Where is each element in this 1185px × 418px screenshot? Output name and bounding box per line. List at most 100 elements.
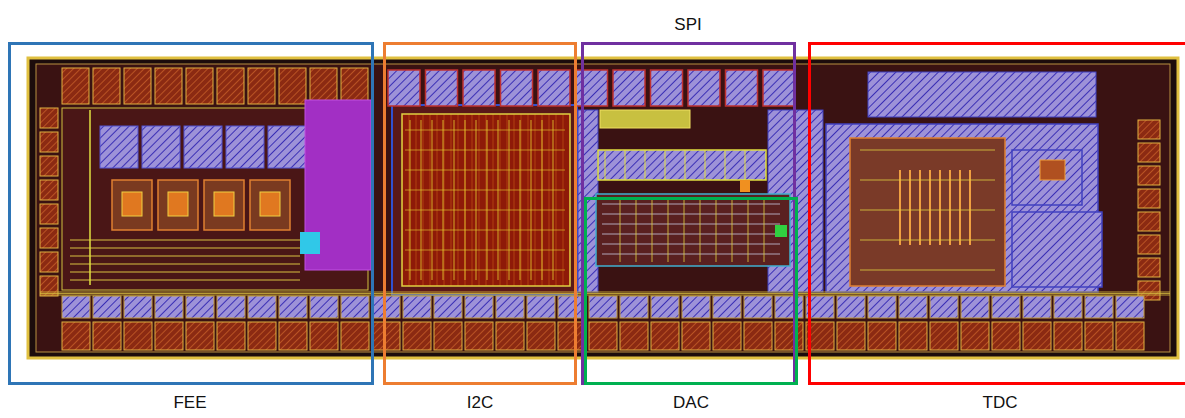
bond-pad xyxy=(868,322,896,350)
bond-pad xyxy=(40,228,58,248)
bond-pad xyxy=(279,68,306,104)
bond-pad xyxy=(186,322,214,350)
bond-pad xyxy=(744,296,772,318)
bond-pad xyxy=(186,296,214,318)
bond-pad xyxy=(899,322,927,350)
amplifier-core xyxy=(260,192,280,216)
bond-pad xyxy=(613,70,645,106)
metal-wire xyxy=(405,210,565,211)
metal-wire xyxy=(410,120,411,280)
capacitor-array xyxy=(268,126,306,168)
bond-pad xyxy=(1116,322,1144,350)
metal-wire xyxy=(602,254,780,255)
metal-wire xyxy=(716,198,717,262)
metal-wire xyxy=(70,272,300,273)
bond-pad xyxy=(1138,166,1160,185)
bond-pad xyxy=(93,68,120,104)
metal-wire xyxy=(40,293,1170,294)
bond-pad xyxy=(1023,296,1051,318)
bond-pad xyxy=(388,70,420,106)
metal-wire xyxy=(620,198,621,262)
metal-wire xyxy=(405,270,565,271)
bond-pad xyxy=(403,296,431,318)
bond-pad xyxy=(527,296,555,318)
metal-wire xyxy=(725,150,726,180)
bond-pad xyxy=(279,322,307,350)
capacitor-array xyxy=(226,126,264,168)
metal-wire xyxy=(89,110,91,285)
metal-wire xyxy=(465,120,466,280)
metal-wire xyxy=(40,295,1170,296)
bond-pad xyxy=(930,322,958,350)
bond-pad xyxy=(1138,235,1160,254)
bond-pad xyxy=(496,322,524,350)
amplifier-core xyxy=(168,192,188,216)
metal-wire xyxy=(542,120,543,280)
bond-pad xyxy=(1138,258,1160,277)
metal-wire xyxy=(949,170,951,245)
bond-pad xyxy=(763,70,795,106)
capacitor-array xyxy=(184,126,222,168)
bond-pad xyxy=(651,296,679,318)
bond-pad xyxy=(1023,322,1051,350)
amplifier-core xyxy=(122,192,142,216)
metal-wire xyxy=(919,170,921,245)
metal-wire xyxy=(531,120,532,280)
tdc-block xyxy=(1012,150,1082,205)
metal-wire xyxy=(443,120,444,280)
via-block xyxy=(775,225,787,237)
bond-pad xyxy=(992,322,1020,350)
bond-pad xyxy=(434,322,462,350)
via-block xyxy=(300,232,320,254)
bond-pad xyxy=(93,322,121,350)
bond-pad xyxy=(155,68,182,104)
bond-pad xyxy=(1116,296,1144,318)
die-outline xyxy=(28,58,1178,358)
tdc-block xyxy=(1012,212,1102,287)
bond-pad xyxy=(93,296,121,318)
bond-pad xyxy=(1054,296,1082,318)
bond-pad xyxy=(1138,143,1160,162)
bond-pad xyxy=(899,296,927,318)
bond-pad xyxy=(726,70,758,106)
metal-wire xyxy=(645,150,646,180)
bond-pad xyxy=(1138,212,1160,231)
amplifier-block xyxy=(204,180,244,230)
metal-wire xyxy=(860,270,995,271)
metal-wire xyxy=(70,248,300,249)
bond-pad xyxy=(651,70,683,106)
amplifier-block xyxy=(158,180,198,230)
metal-wire xyxy=(625,150,626,180)
bond-pad xyxy=(682,322,710,350)
bond-pad xyxy=(688,70,720,106)
metal-wire xyxy=(405,250,565,251)
bond-pad xyxy=(217,296,245,318)
bond-pad xyxy=(589,322,617,350)
bond-pad xyxy=(1085,322,1113,350)
bond-pad xyxy=(40,276,58,296)
bond-pad xyxy=(403,322,431,350)
region-box: DAC xyxy=(584,197,798,385)
i2c-logic xyxy=(402,114,570,286)
metal-wire xyxy=(70,280,300,281)
bond-pad xyxy=(62,322,90,350)
amplifier-core xyxy=(214,192,234,216)
metal-wire xyxy=(860,210,995,211)
bond-pad xyxy=(40,204,58,224)
bond-pad xyxy=(837,296,865,318)
bond-pad xyxy=(496,296,524,318)
bond-pad xyxy=(310,296,338,318)
bond-pad xyxy=(589,296,617,318)
metal-wire xyxy=(520,120,521,280)
bond-pad xyxy=(1054,322,1082,350)
metal-wire xyxy=(685,150,686,180)
metal-wire xyxy=(553,120,554,280)
bond-pad xyxy=(248,322,276,350)
bond-pad xyxy=(775,296,803,318)
metal-wire xyxy=(636,198,637,262)
via-block xyxy=(740,180,750,192)
bond-pad xyxy=(310,68,337,104)
metal-wire xyxy=(860,240,995,241)
metal-wire xyxy=(70,264,300,265)
